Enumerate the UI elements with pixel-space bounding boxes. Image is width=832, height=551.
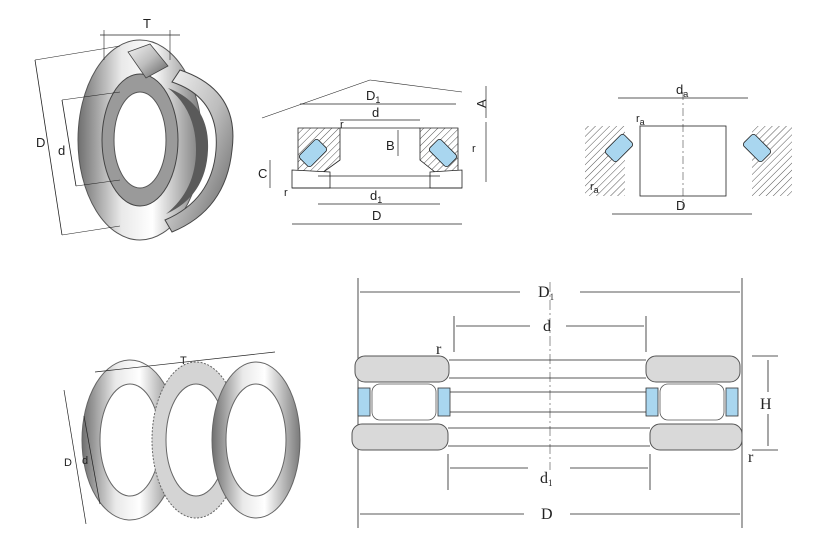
roller-outer-left xyxy=(357,387,371,417)
dim-line-D xyxy=(63,389,87,525)
label-r: r xyxy=(340,119,344,131)
panel-3d-bearing: T D d xyxy=(34,16,234,241)
label-D: D xyxy=(372,208,381,223)
label-d: d xyxy=(58,143,65,158)
needle-bearing-illustration xyxy=(81,359,301,521)
roller-right xyxy=(428,138,458,168)
dim-line-T xyxy=(94,351,276,373)
panel-needle: T D d xyxy=(63,351,301,525)
label-da: da xyxy=(676,82,688,99)
label-d1: d1 xyxy=(370,188,382,205)
label-d: d xyxy=(82,455,88,467)
label-D: D xyxy=(676,198,685,213)
upper-washer-right xyxy=(645,355,741,383)
label-D: D xyxy=(36,135,45,150)
label-D1: D1 xyxy=(538,284,554,302)
label-D: D xyxy=(541,506,553,523)
dim-line-d xyxy=(83,415,101,505)
roller-left xyxy=(604,133,634,163)
label-ra: ra xyxy=(636,113,645,127)
roller-inner-right xyxy=(645,387,659,417)
label-ra-lower: ra xyxy=(590,181,599,195)
label-C: C xyxy=(258,166,267,181)
roller-outer-right xyxy=(725,387,739,417)
panel-mount: da ra ra D xyxy=(585,82,792,215)
label-D: D xyxy=(64,457,72,469)
upper-washer-left xyxy=(354,355,450,383)
bearing-3d-illustration xyxy=(77,39,234,241)
lower-washer-right xyxy=(649,423,743,451)
dim-line-d xyxy=(61,99,77,187)
panel-large: D1 d r r H xyxy=(351,278,778,528)
label-T: T xyxy=(143,16,151,31)
roller-inner-left xyxy=(437,387,451,417)
label-H: H xyxy=(760,396,772,413)
dim-line-D xyxy=(34,59,63,236)
panel-section: D1 d r A r B C r d1 D xyxy=(258,79,489,225)
label-r-left: r xyxy=(284,187,288,199)
label-A: A xyxy=(474,99,489,108)
lower-washer-left xyxy=(351,423,449,451)
label-D1: D1 xyxy=(366,88,380,105)
label-T: T xyxy=(180,355,187,367)
label-r-top: r xyxy=(436,341,442,358)
label-d: d xyxy=(543,318,551,335)
label-B: B xyxy=(386,138,395,153)
label-r-bottom: r xyxy=(748,449,754,466)
roller-right xyxy=(742,133,772,163)
roller-left xyxy=(298,138,328,168)
label-r-right: r xyxy=(472,143,476,155)
label-d1: d1 xyxy=(540,470,553,488)
label-d: d xyxy=(372,105,379,120)
